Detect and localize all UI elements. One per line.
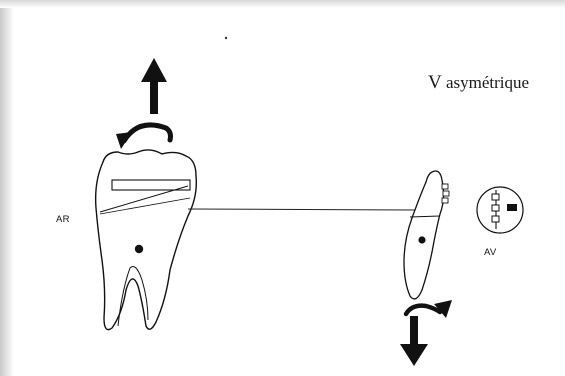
center-of-resistance-molar [135, 245, 143, 253]
arrow-up-icon [141, 58, 167, 114]
figure-title: V asymétrique [428, 72, 529, 94]
title-letter: V [428, 72, 442, 93]
label-rear: AR [56, 214, 70, 225]
rotate-arc-arrow-icon [116, 125, 171, 149]
bracket-symbol-icon [477, 187, 523, 233]
molar-tooth [96, 150, 197, 330]
incisor-tooth [404, 171, 449, 299]
rotate-arc-arrow-icon [406, 300, 452, 318]
scan-speck [225, 37, 227, 39]
center-of-resistance-incisor [418, 236, 425, 243]
archwire-line [188, 209, 418, 210]
title-word: asymétrique [446, 73, 529, 92]
label-front: AV [484, 247, 497, 258]
arrow-down-icon [400, 316, 428, 366]
